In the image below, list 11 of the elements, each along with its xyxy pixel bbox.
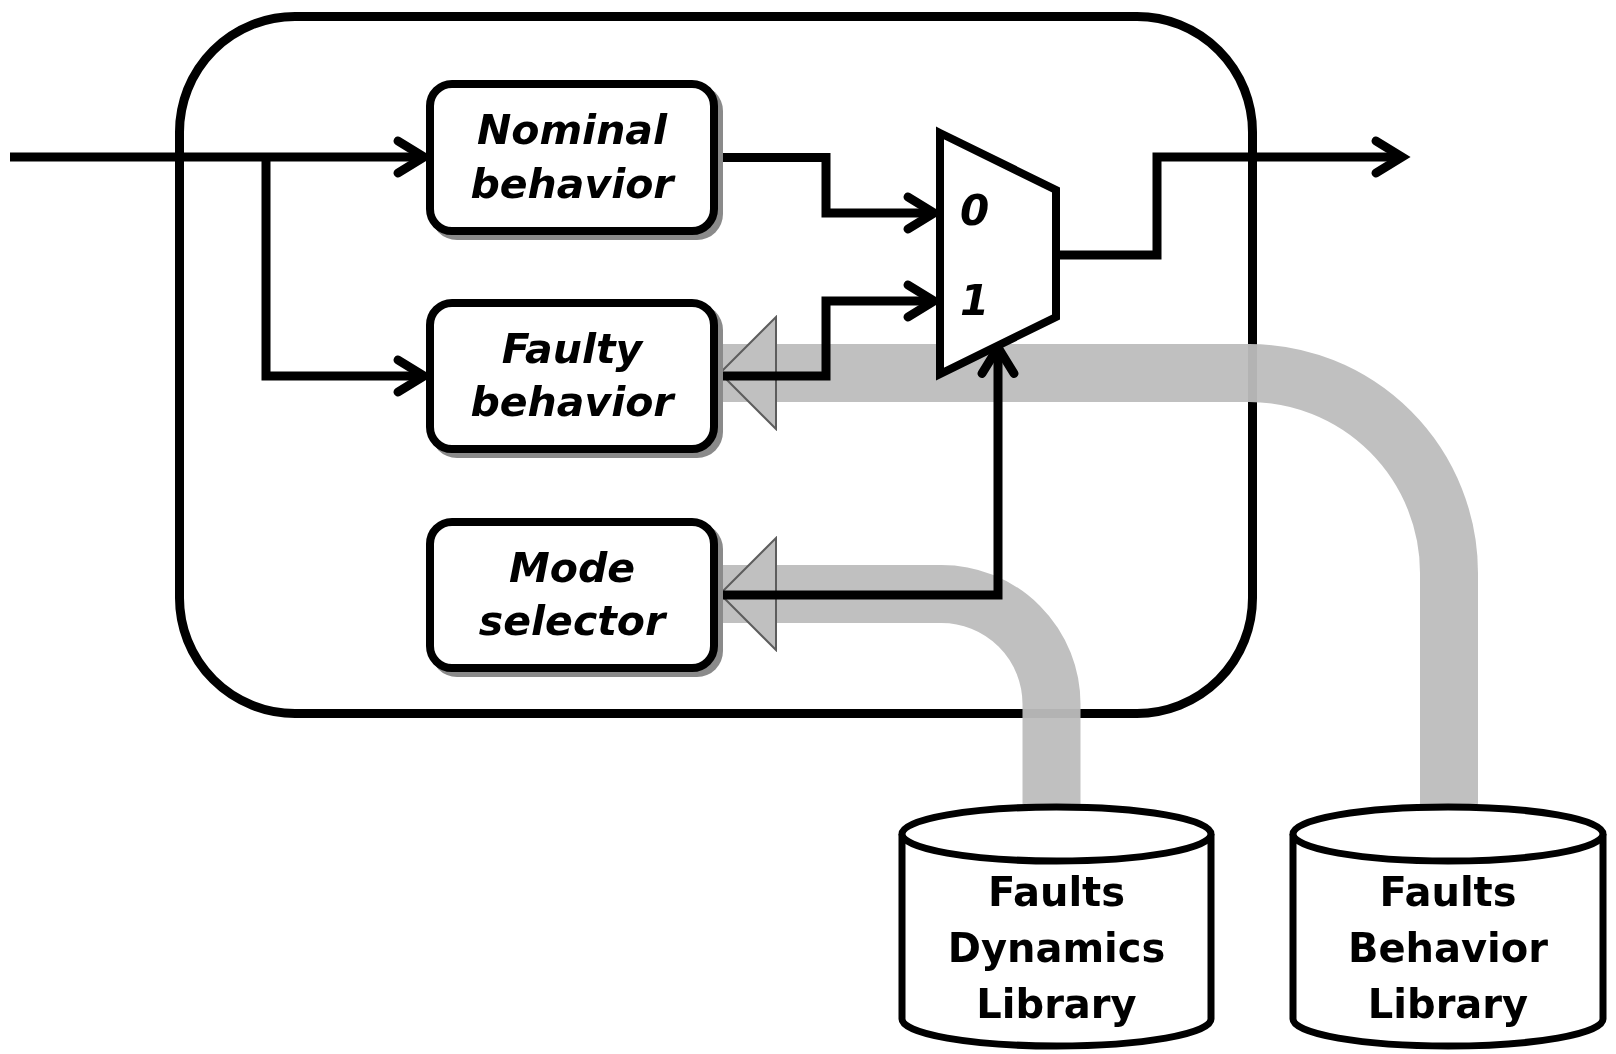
library-label: Faults Dynamics Library [946, 868, 1167, 1029]
database-cylinder [1288, 802, 1608, 1051]
mux-input-label: 1 [960, 280, 990, 322]
database-cylinder [897, 802, 1216, 1051]
block-label: Faulty behavior [469, 323, 677, 428]
system-frame [175, 12, 1257, 718]
block-label: Nominal behavior [469, 105, 677, 210]
library-label: Faults Behavior Library [1346, 868, 1550, 1029]
block-label: Mode selector [477, 542, 669, 647]
multiplexer [936, 129, 1060, 378]
mux-input-label: 0 [960, 190, 990, 232]
